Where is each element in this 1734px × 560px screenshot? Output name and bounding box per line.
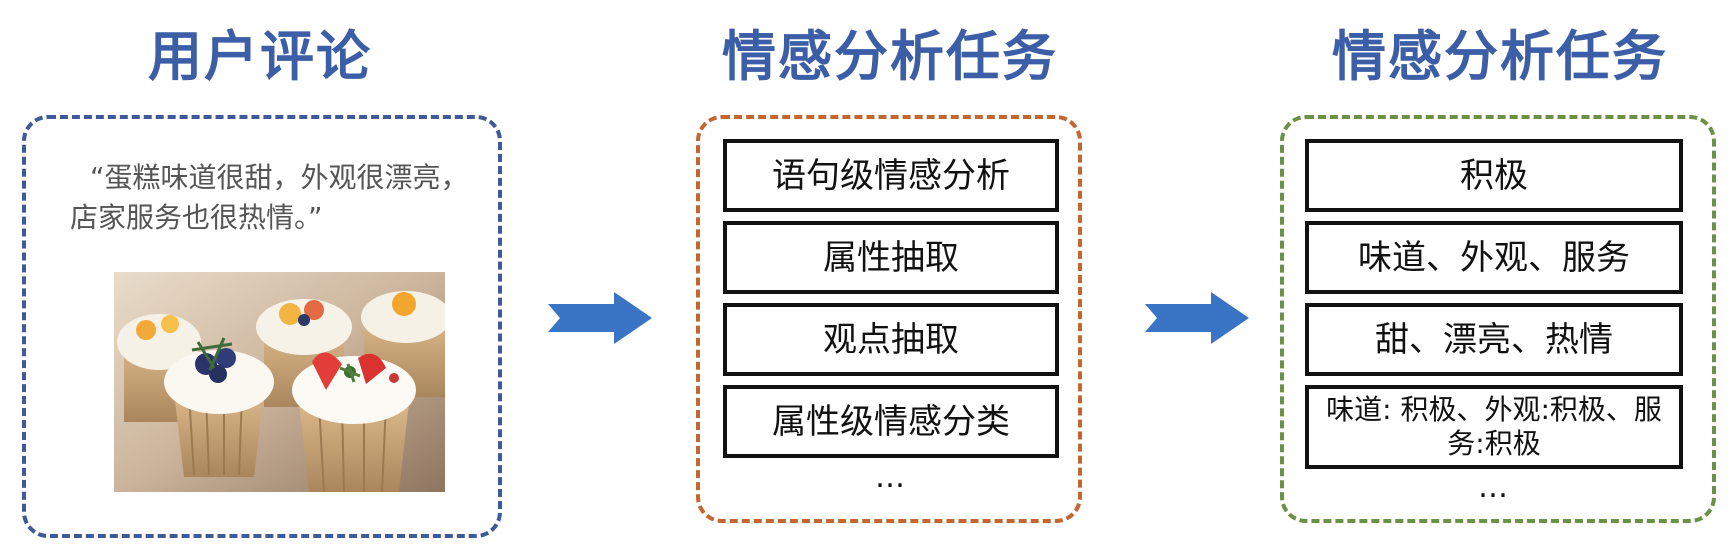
task-opinion-extraction: 观点抽取 bbox=[723, 303, 1059, 376]
cupcakes-photo bbox=[114, 272, 445, 492]
task-sentence-level-sentiment: 语句级情感分析 bbox=[723, 139, 1059, 212]
results-panel bbox=[1280, 115, 1716, 523]
tasks-panel bbox=[696, 115, 1082, 523]
tasks-more-ellipsis: … bbox=[875, 460, 907, 495]
result-opinions: 甜、漂亮、热情 bbox=[1305, 303, 1683, 376]
title-sentiment-results: 情感分析任务 bbox=[1332, 25, 1668, 88]
review-text: “蛋糕味道很甜，外观很漂亮，店家服务也很热情。” bbox=[70, 161, 469, 234]
title-user-review: 用户评论 bbox=[148, 25, 372, 88]
review-panel bbox=[22, 115, 502, 538]
title-sentiment-tasks: 情感分析任务 bbox=[722, 25, 1058, 88]
arrow-right-icon bbox=[1145, 292, 1249, 344]
task-aspect-sentiment-classification: 属性级情感分类 bbox=[723, 385, 1059, 458]
result-aspects: 味道、外观、服务 bbox=[1305, 221, 1683, 294]
task-aspect-extraction: 属性抽取 bbox=[723, 221, 1059, 294]
result-sentence-polarity: 积极 bbox=[1305, 139, 1683, 212]
results-more-ellipsis: … bbox=[1478, 470, 1510, 505]
arrow-right-icon bbox=[548, 292, 652, 344]
result-aspect-polarities: 味道: 积极、外观:积极、服务:积极 bbox=[1305, 385, 1683, 469]
